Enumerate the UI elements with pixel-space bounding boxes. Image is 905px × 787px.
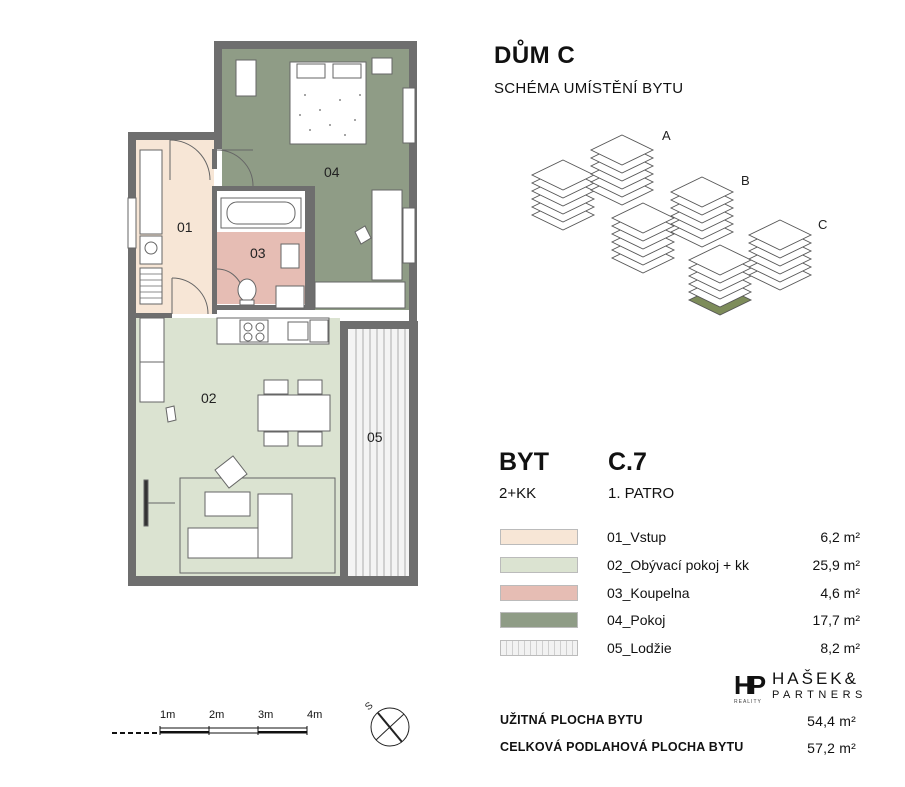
stack-b1-floor-6 (610, 202, 676, 234)
dining-set (257, 379, 331, 447)
stack-b2-floor-6 (669, 176, 735, 208)
legend-room-area: 4,6 m² (820, 585, 860, 601)
compass-icon (370, 707, 410, 747)
legend-room-area: 8,2 m² (820, 640, 860, 656)
legend-row-vstup: 01_Vstup 6,2 m² (500, 527, 860, 549)
plan-label-03: 03 (250, 245, 266, 261)
legend-room-area: 25,9 m² (812, 557, 860, 573)
logo-monogram: HP (734, 670, 766, 700)
apartment-floor: 1. PATRO (608, 485, 675, 502)
desk-wardrobe (275, 189, 406, 309)
logo-line1: HAŠEK& (772, 669, 859, 688)
building-label-c: C (818, 217, 827, 232)
total-area-row: CELKOVÁ PODLAHOVÁ PLOCHA BYTU 57,2 m² (500, 740, 856, 756)
total-area-value: 57,2 m² (807, 740, 856, 756)
bed (235, 57, 393, 145)
legend-row-bedroom: 04_Pokoj 17,7 m² (500, 610, 860, 632)
chair-icon (354, 225, 372, 245)
total-area-label: CELKOVÁ PODLAHOVÁ PLOCHA BYTU (500, 740, 744, 754)
legend-room-name: 04_Pokoj (607, 612, 666, 628)
stack-c2-floor-6 (747, 219, 813, 251)
legend-room-name: 02_Obývací pokoj + kk (607, 557, 750, 573)
compass-label: S (363, 700, 375, 713)
usable-area-value: 54,4 m² (807, 713, 856, 729)
room-loggia (348, 329, 409, 576)
logo-line2: PARTNERS (772, 689, 867, 701)
apartment-label: BYT (499, 448, 549, 476)
legend-room-area: 6,2 m² (820, 529, 860, 545)
legend-swatch (500, 557, 578, 573)
building-label-b: B (741, 173, 750, 188)
legend-swatch (500, 640, 578, 656)
schema-subtitle: SCHÉMA UMÍSTĚNÍ BYTU (494, 80, 684, 97)
building-schematic (530, 134, 813, 316)
stove-burners (243, 322, 265, 342)
legend-row-bathroom: 03_Koupelna 4,6 m² (500, 583, 860, 605)
usable-area-row: UŽITNÁ PLOCHA BYTU 54,4 m² (500, 713, 856, 729)
scale-label-3m: 3m (258, 709, 274, 721)
scale-label-1m: 1m (160, 709, 176, 721)
closet-hatch (140, 273, 162, 299)
legend-swatch (500, 585, 578, 601)
chair-icon (165, 405, 177, 423)
living-furniture (143, 455, 336, 574)
legend-row-living: 02_Obývací pokoj + kk 25,9 m² (500, 555, 860, 577)
plan-label-04: 04 (324, 164, 340, 180)
building-label-a: A (662, 128, 671, 143)
plan-label-01: 01 (177, 219, 193, 235)
company-logo: HP REALITY HAŠEK& PARTNERS (734, 668, 874, 708)
legend-swatch (500, 529, 578, 545)
scale-label-2m: 2m (209, 709, 225, 721)
outer-walls (128, 41, 418, 586)
stack-a1-floor-6 (530, 159, 596, 191)
house-title: DŮM C (494, 42, 576, 69)
bed-dots (299, 94, 361, 136)
scale-label-4m: 4m (307, 709, 323, 721)
legend-swatch (500, 612, 578, 628)
apartment-type: 2+KK (499, 485, 537, 502)
bathroom-fixtures (220, 197, 302, 306)
plan-label-05: 05 (367, 429, 383, 445)
usable-area-label: UŽITNÁ PLOCHA BYTU (500, 713, 643, 727)
legend-row-loggia: 05_Lodžie 8,2 m² (500, 638, 860, 660)
scale-bar (112, 726, 308, 735)
logo-tag: REALITY (734, 699, 762, 705)
stack-a2-floor-6 (589, 134, 655, 166)
entry-closet (139, 149, 163, 305)
legend-room-name: 05_Lodžie (607, 640, 672, 656)
loggia-hatch (355, 329, 406, 576)
legend-room-area: 17,7 m² (812, 612, 860, 628)
plan-label-02: 02 (201, 390, 217, 406)
apartment-code: C.7 (608, 448, 647, 476)
legend-room-name: 03_Koupelna (607, 585, 690, 601)
windows (127, 87, 416, 264)
interior-walls (136, 149, 315, 318)
legend-room-name: 01_Vstup (607, 529, 667, 545)
stack-c1-floor-6 (687, 244, 753, 276)
kitchen-counter (139, 317, 330, 403)
